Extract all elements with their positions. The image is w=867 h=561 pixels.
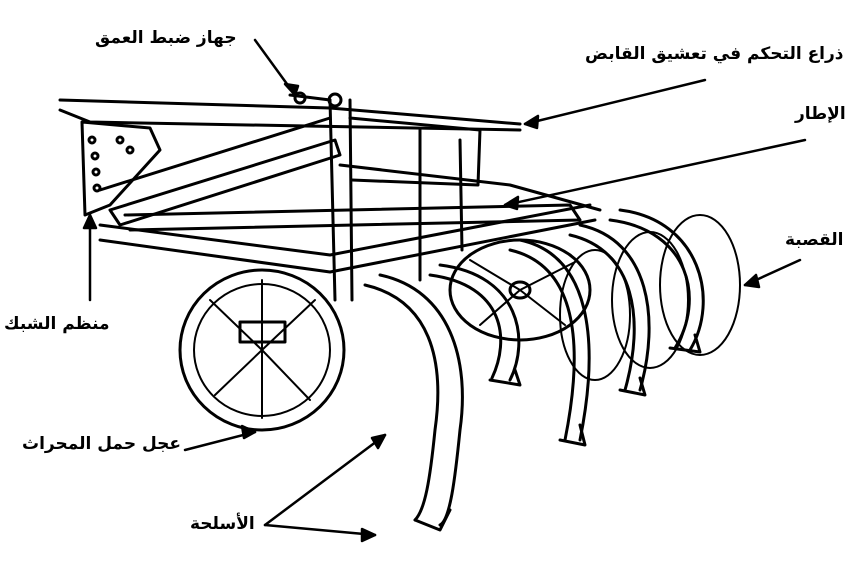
front-crossbar-lower (98, 218, 597, 274)
shank-1b (363, 283, 440, 522)
brace-2 (98, 116, 332, 192)
brace-3 (123, 203, 582, 232)
shank-3 (518, 238, 591, 442)
control-post-frame (348, 116, 482, 187)
control-post-left (328, 98, 337, 302)
rear-frame (338, 163, 602, 212)
label-depth-device: جهاز ضبط العمق (95, 28, 237, 48)
shank-2b (428, 273, 503, 380)
rear-frame-3 (458, 138, 464, 252)
shank-4b (568, 233, 636, 392)
shank-5 (618, 208, 705, 352)
shank-1 (378, 273, 464, 527)
leader-tines-1 (263, 433, 387, 527)
label-shank: القصبة (785, 230, 844, 250)
label-frame: الإطار (795, 104, 846, 124)
control-post-right (348, 98, 354, 302)
leader-frame (503, 138, 807, 207)
label-clutch-lever: ذراع التحكم في تعشيق القابض (585, 44, 844, 64)
carrying-wheel-drawn (178, 268, 346, 432)
leader-clutch-lever (523, 78, 707, 126)
front-crossbar (98, 203, 592, 257)
label-hitch-regulator: منظم الشبك (4, 314, 110, 334)
shank-3b (508, 248, 576, 442)
brace-1 (108, 138, 342, 227)
shank-4 (578, 223, 651, 392)
shank-2 (438, 263, 521, 382)
leader-tines-2 (263, 523, 377, 537)
label-tines: الأسلحة (190, 514, 255, 534)
label-carrying-wheel: عجل حمل المحراث (22, 434, 182, 454)
top-beam (58, 98, 522, 126)
